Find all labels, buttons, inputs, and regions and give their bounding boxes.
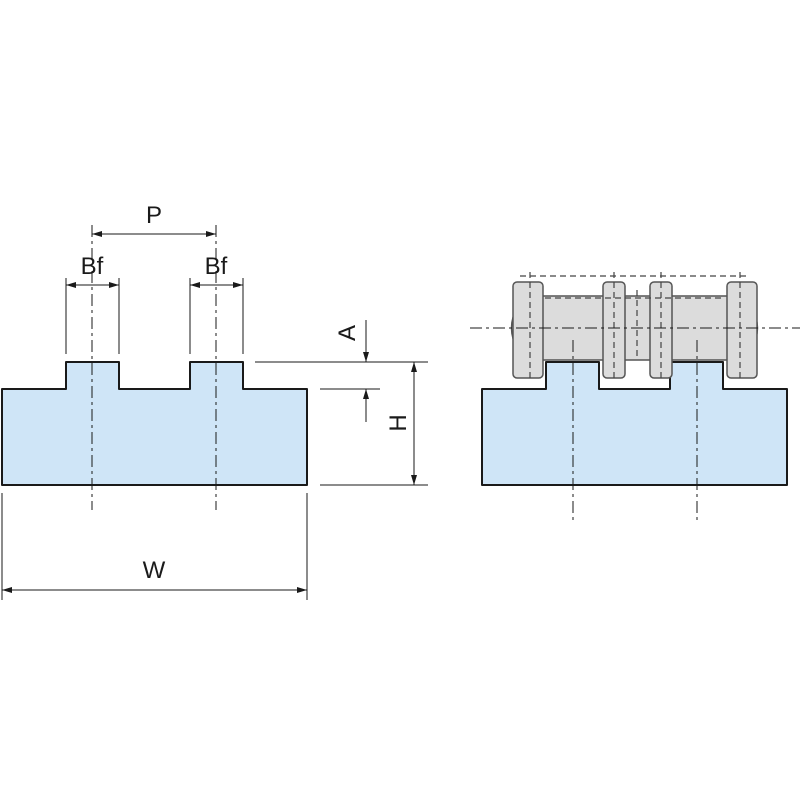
pitch-label: P: [146, 202, 162, 229]
left-profile-view: P Bf Bf A H W: [1, 202, 428, 600]
profile-body-with-chain: [481, 361, 788, 486]
chain-plate-1: [512, 281, 544, 379]
flange-right-label: Bf: [205, 253, 228, 280]
right-chain-view: [470, 272, 800, 520]
flange-left-label: Bf: [81, 253, 104, 280]
height-label: H: [385, 414, 412, 431]
profile-body: [1, 361, 308, 486]
width-label: W: [143, 557, 166, 584]
tooth-height-label: A: [334, 325, 361, 341]
chain-plate-4: [726, 281, 758, 379]
